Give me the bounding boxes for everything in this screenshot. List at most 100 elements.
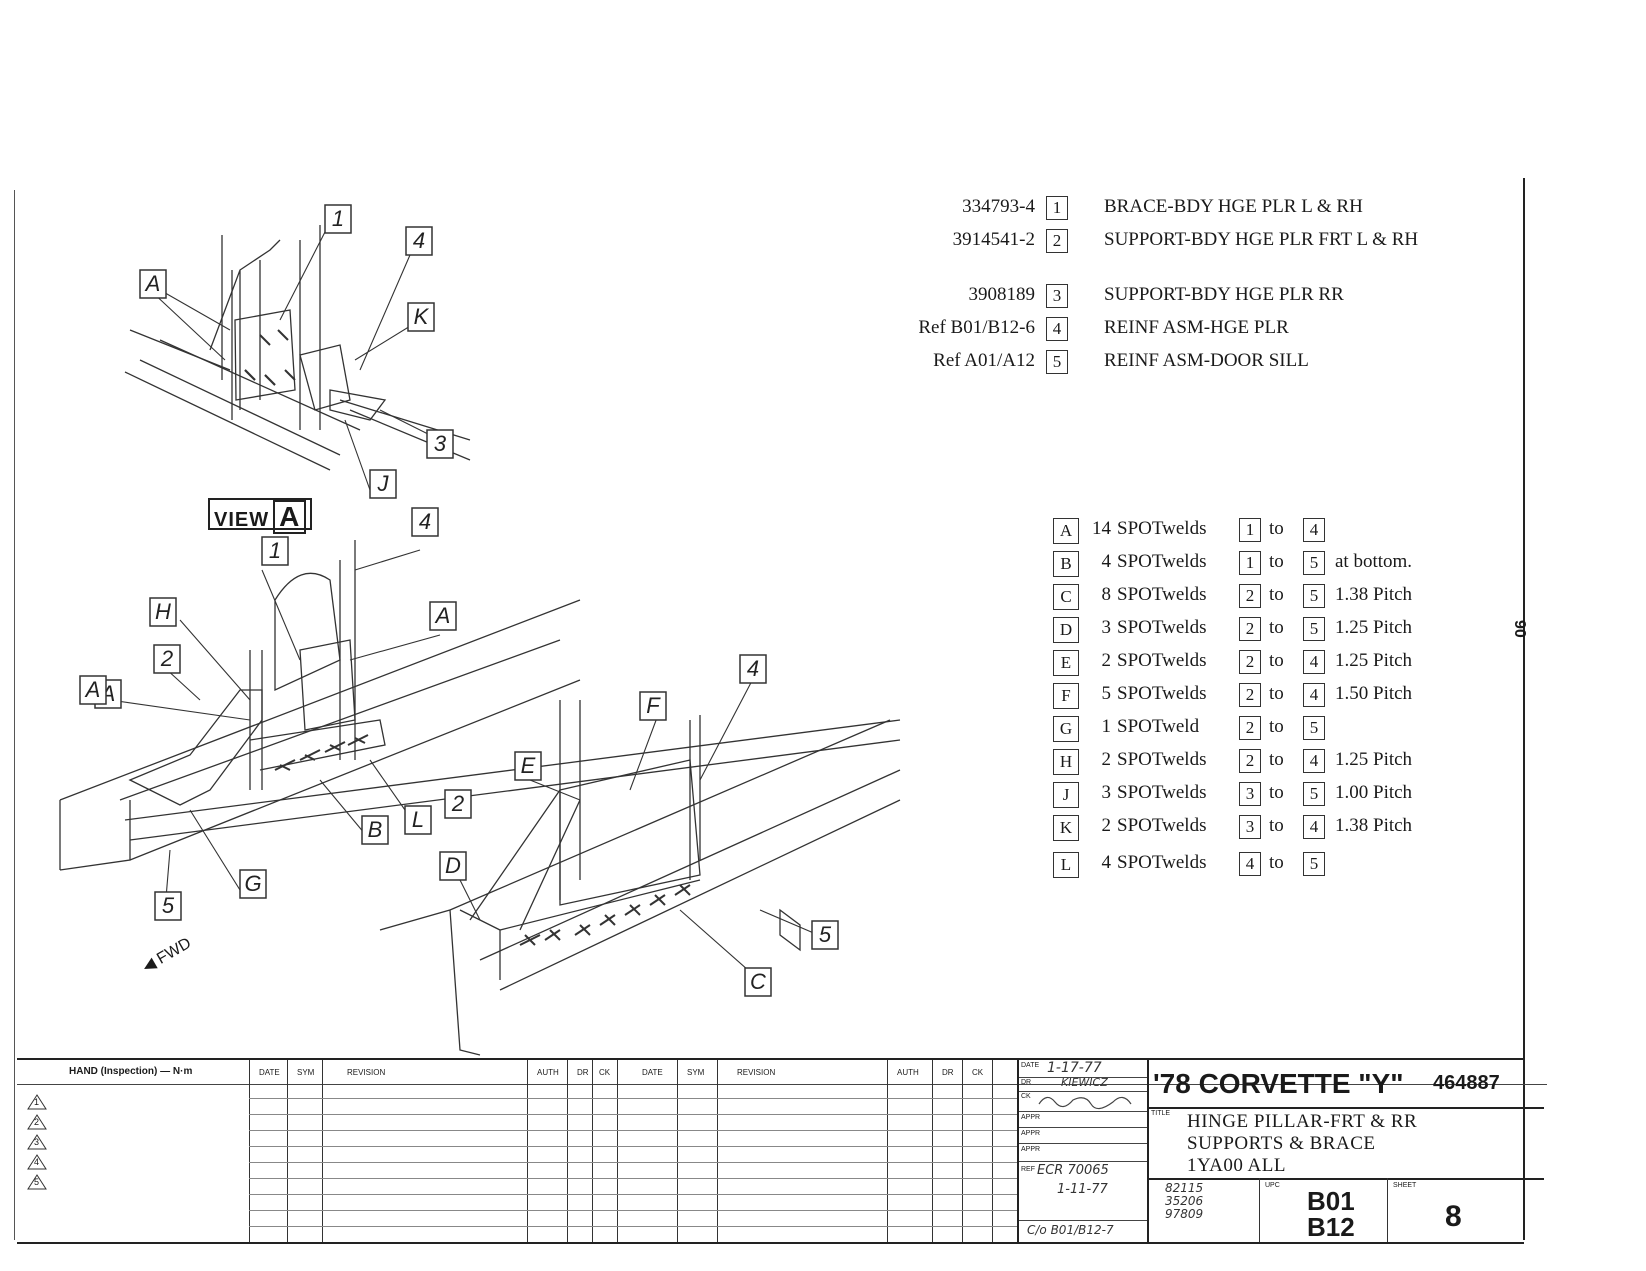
callout-box: [324, 204, 352, 234]
revision-symbol-triangle-icon: 4: [27, 1154, 47, 1173]
weld-key: L: [1053, 852, 1079, 878]
weld-dest-box: 5: [1303, 852, 1325, 876]
weld-note: 1.50 Pitch: [1335, 683, 1413, 704]
weld-dest: 5: [1303, 782, 1325, 806]
callout-label-a: A: [84, 677, 101, 702]
weld-count: 3: [1101, 782, 1112, 803]
weld-type: SPOTwelds: [1117, 650, 1207, 671]
revision-symbol-number: 4: [34, 1157, 40, 1167]
revision-grid-row: [249, 1210, 1017, 1211]
weld-connector: to: [1269, 749, 1284, 770]
weld-from: 2: [1239, 716, 1261, 740]
weld-count: 2: [1101, 650, 1112, 671]
revision-header: DR: [577, 1068, 589, 1077]
revision-grid-line: [592, 1060, 593, 1242]
weld-connector: to: [1269, 518, 1284, 539]
weld-key: G: [1053, 716, 1079, 742]
view-a-sketch: [124, 225, 471, 471]
revision-grid-line: [287, 1060, 288, 1242]
weld-dest: 5: [1303, 617, 1325, 641]
weld-key: J: [1053, 782, 1079, 808]
sheet-label: SHEET: [1393, 1182, 1417, 1189]
revision-grid-row: [249, 1130, 1017, 1131]
part-key-box: 3: [1046, 284, 1068, 308]
part-description: SUPPORT-BDY HGE PLR FRT L & RH: [1104, 229, 1419, 250]
callout-label-l: L: [412, 807, 424, 832]
callout-label-1: 1: [269, 538, 281, 563]
weld-connector: to: [1269, 650, 1284, 671]
weld-type: SPOTwelds: [1117, 518, 1207, 539]
part-key-box: 2: [1046, 229, 1068, 253]
weld-connector: to: [1269, 782, 1284, 803]
weld-from: 2: [1239, 617, 1261, 641]
weld-dest: 4: [1303, 518, 1325, 542]
revision-grid-row: [249, 1194, 1017, 1195]
upc-label: UPC: [1265, 1182, 1280, 1189]
revision-header: DATE: [259, 1068, 280, 1077]
revision-header: SYM: [297, 1068, 315, 1077]
sheet-border-left: [14, 190, 15, 1240]
callout-box: [153, 644, 181, 674]
callout-box: [811, 920, 839, 950]
weld-dest-box: 5: [1303, 782, 1325, 806]
upc-code-2: B12: [1307, 1212, 1355, 1242]
callout-box: [426, 429, 454, 459]
weld-dest: 5: [1303, 852, 1325, 876]
drawing-number: 464887: [1433, 1072, 1500, 1094]
weld-dest: 4: [1303, 749, 1325, 773]
weld-connector: to: [1269, 584, 1284, 605]
weld-from-box: 1: [1239, 518, 1261, 542]
revision-grid-row: [249, 1146, 1017, 1147]
weld-type: SPOTwelds: [1117, 584, 1207, 605]
callout-label-2: 2: [451, 791, 464, 816]
revision-symbol-triangle-icon: 2: [27, 1114, 47, 1133]
callout-box: [361, 815, 389, 845]
weld-from: 4: [1239, 852, 1261, 876]
weld-dest-box: 4: [1303, 650, 1325, 674]
revision-grid-row: [249, 1226, 1017, 1227]
weld-from-box: 1: [1239, 551, 1261, 575]
weld-type: SPOTwelds: [1117, 749, 1207, 770]
hand-inspection-label: HAND (Inspection) — N·m: [69, 1066, 193, 1077]
revision-grid-row: [249, 1162, 1017, 1163]
checker-signature: [1035, 1090, 1135, 1110]
revision-header: AUTH: [537, 1068, 559, 1077]
upc-codes: B01 B12: [1307, 1188, 1355, 1240]
callout-label-5: 5: [162, 893, 175, 918]
callout-label-k: K: [414, 304, 430, 329]
weld-from: 3: [1239, 815, 1261, 839]
callout-label-5: 5: [819, 922, 832, 947]
weld-note: 1.38 Pitch: [1335, 815, 1413, 836]
sheet-border-right: [1523, 178, 1525, 1240]
weld-note: 1.38 Pitch: [1335, 584, 1413, 605]
callout-box: [149, 597, 177, 627]
weld-from: 2: [1239, 584, 1261, 608]
revision-symbol-number: 5: [34, 1177, 40, 1187]
callout-label-4: 4: [419, 509, 431, 534]
revision-grid-line: [887, 1060, 888, 1242]
callout-box: [639, 691, 667, 721]
revision-grid-row: [249, 1178, 1017, 1179]
weld-dest-box: 5: [1303, 716, 1325, 740]
revision-header: DR: [942, 1068, 954, 1077]
weld-from: 2: [1239, 650, 1261, 674]
revision-grid-line: [527, 1060, 528, 1242]
weld-type: SPOTweld: [1117, 716, 1200, 737]
weld-key: K: [1053, 815, 1079, 841]
weld-type: SPOTwelds: [1117, 782, 1207, 803]
revision-symbol-number: 3: [34, 1137, 40, 1147]
revision-header: REVISION: [347, 1068, 386, 1077]
weld-from-box: 2: [1239, 584, 1261, 608]
callout-label-e: E: [521, 753, 536, 778]
callout-box: [439, 851, 467, 881]
weld-type: SPOTwelds: [1117, 815, 1207, 836]
weld-from-box: 4: [1239, 852, 1261, 876]
revision-header: CK: [972, 1068, 984, 1077]
revision-grid-line: [962, 1060, 963, 1242]
weld-dest-box: 5: [1303, 551, 1325, 575]
revision-header: DATE: [642, 1068, 663, 1077]
part-number: Ref B01/B12-6: [918, 317, 1035, 338]
code-1: 82115: [1165, 1181, 1204, 1195]
weld-type: SPOTwelds: [1117, 852, 1207, 873]
upc-code-1: B01: [1307, 1186, 1355, 1216]
